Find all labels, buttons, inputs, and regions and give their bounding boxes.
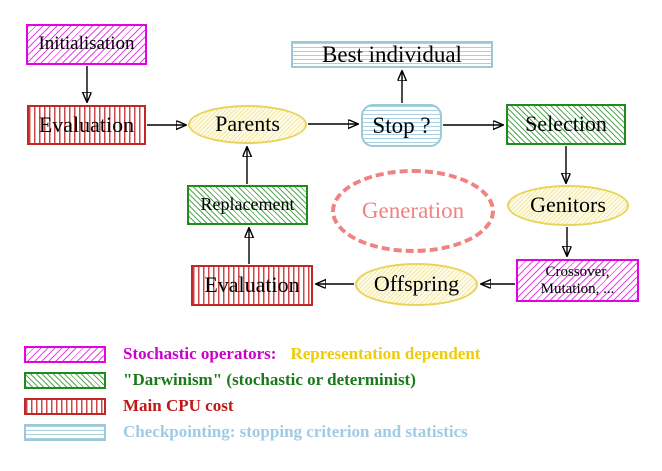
legend-text-cpu-cost: Main CPU cost bbox=[123, 396, 234, 415]
node-crossover-mutation: Crossover, Mutation, ... bbox=[516, 259, 639, 302]
node-offspring: Offspring bbox=[355, 263, 478, 306]
legend-label-darwinism: "Darwinism" (stochastic or determinist) bbox=[123, 370, 416, 390]
node-evaluation-bottom: Evaluation bbox=[191, 265, 313, 306]
node-stop: Stop ? bbox=[361, 104, 442, 147]
node-replacement-label: Replacement bbox=[200, 194, 295, 215]
node-evaluation-top: Evaluation bbox=[27, 105, 146, 145]
node-genitors: Genitors bbox=[507, 185, 629, 226]
legend-label-cpu-cost: Main CPU cost bbox=[123, 396, 233, 416]
node-evaluation-top-label: Evaluation bbox=[38, 111, 135, 137]
legend-swatch-darwinism bbox=[24, 372, 106, 389]
node-selection: Selection bbox=[506, 104, 626, 145]
legend-text-darwinism: "Darwinism" (stochastic or determinist) bbox=[123, 370, 416, 389]
node-parents: Parents bbox=[188, 105, 307, 144]
node-crossover-label-line1: Crossover, bbox=[545, 264, 610, 280]
node-genitors-label: Genitors bbox=[530, 192, 606, 218]
node-best-individual: Best individual bbox=[291, 41, 493, 68]
legend-text-representation: Representation dependent bbox=[290, 344, 481, 363]
node-generation-loop: Generation bbox=[331, 169, 495, 253]
legend-label-stochastic-operators: Stochastic operators: Representation depe… bbox=[123, 344, 480, 364]
legend-swatch-stochastic-operators bbox=[24, 346, 106, 363]
node-initialisation: Initialisation bbox=[26, 24, 147, 65]
node-initialisation-label: Initialisation bbox=[38, 33, 135, 55]
legend-text-checkpointing: Checkpointing: stopping criterion and st… bbox=[123, 422, 468, 441]
node-crossover-label-line2: Mutation, ... bbox=[540, 280, 615, 297]
node-parents-label: Parents bbox=[215, 111, 280, 137]
node-best-individual-label: Best individual bbox=[322, 41, 462, 67]
node-stop-label: Stop ? bbox=[372, 112, 431, 138]
legend-text-stochastic: Stochastic operators: bbox=[123, 344, 277, 363]
legend-swatch-cpu-cost bbox=[24, 398, 106, 415]
legend-label-checkpointing: Checkpointing: stopping criterion and st… bbox=[123, 422, 468, 442]
legend-swatch-checkpointing bbox=[24, 424, 106, 441]
node-replacement: Replacement bbox=[187, 185, 308, 225]
node-evaluation-bottom-label: Evaluation bbox=[204, 272, 300, 298]
node-generation-label: Generation bbox=[361, 198, 465, 224]
node-selection-label: Selection bbox=[525, 111, 607, 137]
node-offspring-label: Offspring bbox=[373, 271, 460, 297]
